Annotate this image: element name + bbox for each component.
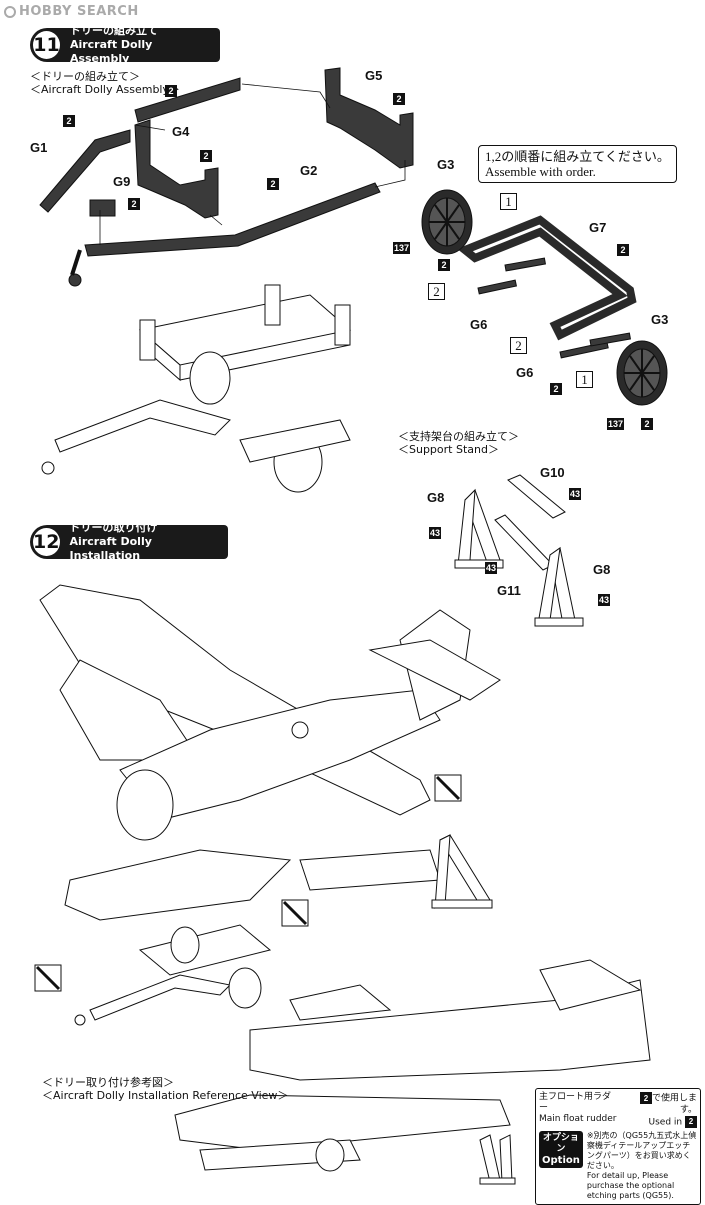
label-g10: G10 [540, 465, 565, 480]
label-g3-left: G3 [437, 157, 455, 172]
watermark: HOBBY SEARCH [4, 4, 139, 19]
assemble-order-note-en: Assemble with order. [485, 164, 596, 179]
label-g8-right: G8 [593, 562, 611, 577]
reference-view-drawing [174, 959, 651, 1185]
assemble-order-note-jp: 1,2の順番に組み立てください。 [485, 149, 670, 164]
dolly-assembly-subtitle-en: ＜Aircraft Dolly Assembly＞ [30, 83, 180, 96]
prohibited-icon-3 [34, 964, 62, 992]
part-g2-drawing [84, 182, 381, 257]
step-12-title-jp: ドリーの取り付け [69, 521, 158, 534]
prohibited-icon-2 [281, 899, 309, 927]
color-code-43-g10: 43 [569, 488, 582, 500]
support-stand-subtitle: ＜支持架台の組み立て＞ ＜Support Stand＞ [398, 430, 519, 456]
support-stand-subtitle-jp: ＜支持架台の組み立て＞ [398, 430, 519, 443]
step-11-header: 11 ドリーの組み立て Aircraft Dolly Assembly [30, 24, 220, 65]
color-code-2-g5: 2 [393, 93, 405, 105]
order-mark-2-bottom: 2 [510, 337, 527, 354]
step-11-title-en: Aircraft Dolly Assembly [69, 38, 153, 65]
part-g6-bottom-drawing [559, 341, 609, 359]
part-g5-drawing [324, 67, 414, 169]
part-g3-wheel-right-drawing [616, 340, 668, 406]
part-rail-top-drawing [134, 77, 241, 123]
part-g7-drawing [457, 215, 637, 341]
dolly-under-aircraft-drawing [74, 924, 272, 1026]
color-code-43-g11: 43 [485, 562, 498, 574]
color-code-2-g3-left: 2 [438, 259, 450, 271]
support-stand-subtitle-en: ＜Support Stand＞ [398, 443, 499, 456]
reference-view-subtitle-en: ＜Aircraft Dolly Installation Reference V… [42, 1089, 289, 1102]
color-code-137-left: 137 [393, 242, 411, 254]
watermark-text: HOBBY SEARCH [19, 4, 139, 19]
rudder-step-mark-en: 2 [685, 1115, 697, 1128]
support-stand-installed-drawing [431, 834, 493, 909]
label-g5: G5 [365, 68, 383, 83]
part-g9-drawing [89, 199, 116, 217]
color-code-2-g9: 2 [128, 198, 140, 210]
option-label-jp: オプション [542, 1133, 579, 1154]
label-g6-bottom: G6 [516, 365, 534, 380]
aircraft-drawing [39, 584, 501, 921]
color-code-2-g1: 2 [63, 115, 75, 127]
rudder-use-en: Used in [648, 1117, 683, 1127]
order-mark-1-top: 1 [500, 193, 517, 210]
rudder-note-jp: 主フロート用ラダー [539, 1092, 612, 1113]
step-11-number: 11 [31, 29, 62, 61]
color-code-43-g8-left: 43 [429, 527, 442, 539]
step-12-header: 12 ドリーの取り付け Aircraft Dolly Installation [30, 521, 228, 562]
dolly-assembly-subtitle-jp: ＜ドリーの組み立て＞ [30, 70, 140, 83]
reference-view-subtitle-jp: ＜ドリー取り付け参考図＞ [42, 1076, 174, 1089]
step-12-title-en: Aircraft Dolly Installation [69, 535, 152, 562]
color-code-2-g7: 2 [617, 244, 629, 256]
step-11-title-jp: ドリーの組み立て [69, 24, 158, 37]
part-g3-wheel-left-drawing [421, 189, 473, 255]
label-g4: G4 [172, 124, 190, 139]
label-g8-left: G8 [427, 490, 445, 505]
color-code-2-g2: 2 [267, 178, 279, 190]
order-mark-1-bottom: 1 [576, 371, 593, 388]
part-g4-drawing [134, 119, 219, 219]
label-g11: G11 [497, 583, 521, 598]
color-code-43-g8-right: 43 [598, 594, 611, 606]
part-g1-drawing [39, 129, 131, 213]
rudder-note-en: Main float rudder [539, 1114, 617, 1124]
prohibited-icon-1 [434, 774, 462, 802]
color-code-2-g6: 2 [550, 383, 562, 395]
option-text-jp: ※別売の（QG55九五式水上偵察機ディテールアップエッチングパーツ）をお買い求め… [586, 1131, 697, 1170]
rudder-step-mark-jp: 2 [639, 1092, 652, 1104]
label-g3-right: G3 [651, 312, 669, 327]
label-g7: G7 [589, 220, 607, 235]
label-g1: G1 [30, 140, 48, 155]
order-mark-2-top: 2 [428, 283, 445, 300]
option-badge: オプション Option [539, 1131, 583, 1168]
color-code-2-rail: 2 [165, 85, 177, 97]
label-g2: G2 [300, 163, 318, 178]
option-text-en: For detail up, Please purchase the optio… [586, 1171, 675, 1200]
label-g6-top: G6 [470, 317, 488, 332]
support-stand-drawing [454, 474, 584, 627]
hobby-search-logo-icon [4, 5, 16, 18]
label-g9: G9 [113, 174, 131, 189]
dolly-assembly-subtitle: ＜ドリーの組み立て＞ ＜Aircraft Dolly Assembly＞ [30, 70, 180, 96]
assembled-dolly-drawing [41, 284, 352, 493]
assemble-order-note: 1,2の順番に組み立てください。 Assemble with order. [478, 145, 677, 183]
reference-view-subtitle: ＜ドリー取り付け参考図＞ ＜Aircraft Dolly Installatio… [42, 1076, 288, 1102]
rudder-use-jp: で使用します。 [651, 1093, 697, 1115]
part-g6-top-drawing [477, 279, 518, 295]
step-12-number: 12 [31, 526, 62, 558]
color-code-2-g4: 2 [200, 150, 212, 162]
color-code-137-right: 137 [607, 418, 625, 430]
option-label-en: Option [542, 1155, 580, 1166]
color-code-2-g3-right: 2 [641, 418, 653, 430]
